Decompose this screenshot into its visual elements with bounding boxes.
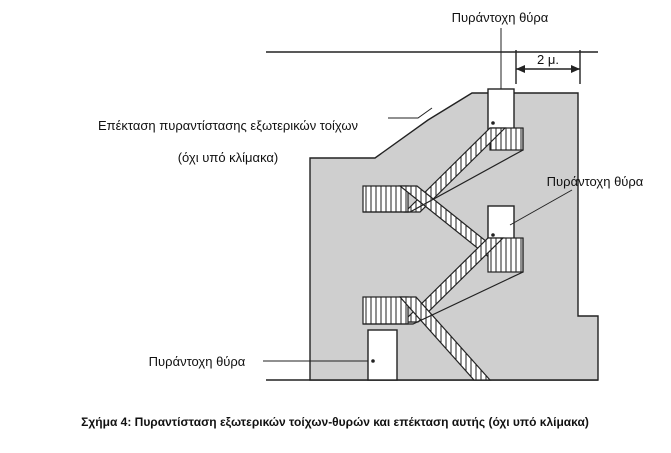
fire-door-label-bottom: Πυράντοχη θύρα: [149, 354, 246, 369]
fire-door-label-middle: Πυράντοχη θύρα: [547, 174, 644, 189]
stair-flight-1: [403, 127, 507, 213]
external-wall-area: [309, 92, 599, 381]
leader-door-middle: [509, 189, 573, 226]
fire-door-bottom: [367, 329, 398, 381]
landing-lower-left: [362, 296, 409, 325]
fire-door-label-top: Πυράντοχη θύρα: [452, 10, 549, 25]
handrail-upper: [363, 128, 524, 213]
landing-upper-left: [362, 185, 409, 213]
stair-flight-4: [398, 296, 492, 381]
door-handle-middle: [491, 233, 495, 237]
dimension-label: 2 μ.: [537, 52, 559, 67]
leader-wall-extension: [388, 107, 433, 119]
handrail-lower: [363, 238, 524, 325]
not-to-scale-label: (όχι υπό κλίμακα): [178, 150, 279, 165]
dimension-arrow-left: [516, 65, 525, 73]
figure-caption: Σχήμα 4: Πυραντίσταση εξωτερικών τοίχων-…: [81, 415, 589, 429]
door-handle-top: [491, 121, 495, 125]
fire-door-top: [487, 88, 515, 132]
wall-extension-label: Επέκταση πυραντίστασης εξωτερικών τοίχων: [98, 118, 358, 133]
door-handle-bottom: [371, 359, 375, 363]
dimension-arrow-right: [571, 65, 580, 73]
